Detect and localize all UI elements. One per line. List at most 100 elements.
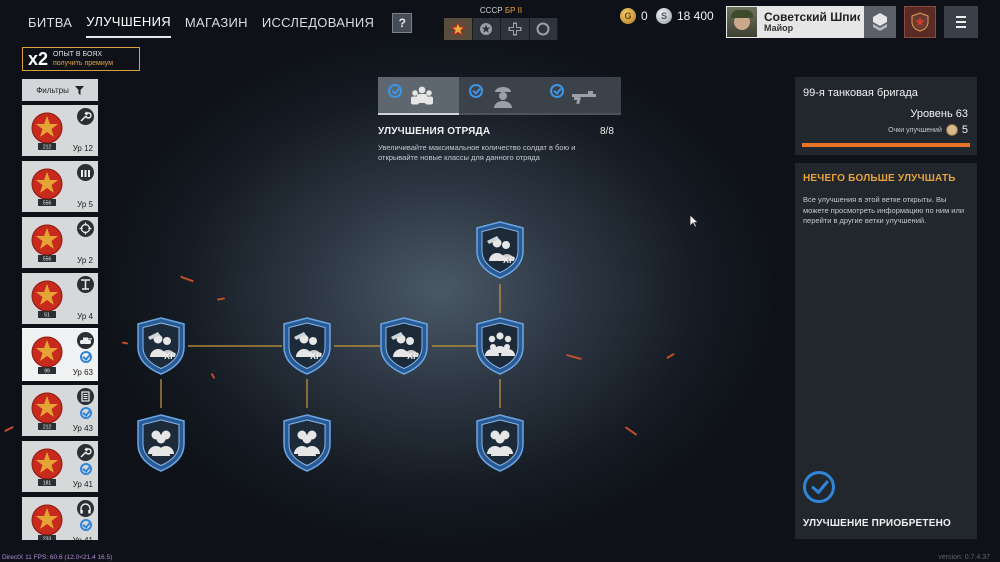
section-title: УЛУЧШЕНИЯ ОТРЯДА: [378, 126, 491, 137]
silver-amount: 18 400: [677, 9, 714, 23]
rank-tab-2[interactable]: [472, 18, 501, 40]
brigade-progress-fill: [802, 143, 970, 147]
get-premium-link[interactable]: получить премиум: [53, 60, 114, 67]
category-tabs: [378, 77, 621, 115]
squad-emblem-icon: 51: [31, 280, 63, 319]
nation-country: СССР: [479, 6, 503, 15]
filter-icon: [74, 85, 84, 95]
crosshair-icon: [77, 220, 94, 237]
brigade-panel: 99-я танковая бригада Уровень 63 Очки ул…: [795, 77, 977, 155]
shield-icon: XP: [283, 317, 331, 375]
info-title: НЕЧЕГО БОЛЬШЕ УЛУЧШАТЬ: [803, 173, 956, 184]
squad-level: Ур 63: [72, 368, 93, 377]
rank-tab-3[interactable]: [501, 18, 530, 40]
upgrade-node-group[interactable]: [282, 414, 332, 472]
upgrade-node-group[interactable]: [475, 414, 525, 472]
brigade-progress-bar: [802, 143, 970, 147]
gold-coin-icon: G: [620, 8, 636, 24]
help-button[interactable]: ?: [392, 13, 413, 33]
squad-card[interactable]: 233 Ур 41: [22, 497, 98, 540]
squad-card[interactable]: 51 Ур 4: [22, 273, 98, 324]
brigade-name: 99-я танковая бригада: [803, 87, 918, 99]
squad-card[interactable]: 99 Ур 63: [22, 328, 98, 381]
premium-exp-banner[interactable]: x2 ОПЫТ В БОЯХ получить премиум: [22, 47, 140, 71]
category-tab-1[interactable]: [378, 77, 459, 115]
headphones-icon: [77, 500, 94, 517]
squad-level: Ур 4: [77, 312, 93, 321]
gold-amount: 0: [641, 9, 648, 23]
tab-upgrades[interactable]: УЛУЧШЕНИЯ: [86, 14, 171, 38]
xp-label: XP: [310, 351, 322, 361]
menu-icon: [956, 16, 966, 18]
version-label: version: 0.7.4.37: [938, 554, 990, 561]
squad-level: Ур 12: [72, 144, 93, 153]
squad-emblem-icon: 99: [31, 336, 63, 375]
upgrade-node-xp[interactable]: XP: [282, 317, 332, 375]
acquired-label: УЛУЧШЕНИЕ ПРИОБРЕТЕНО: [803, 518, 952, 529]
rank-tab-4[interactable]: [529, 18, 558, 40]
fps-counter: DirectX 11 FPS: 60.6 (12.0<21.4 16.5): [2, 554, 113, 561]
rank-chevron-button[interactable]: [864, 6, 896, 38]
svg-text:212: 212: [43, 145, 52, 151]
shield-icon: [476, 317, 524, 375]
upgrade-node-xp[interactable]: XP: [379, 317, 429, 375]
menu-button[interactable]: [944, 6, 978, 38]
tank-icon: [77, 332, 94, 349]
gold-currency: G 0: [620, 8, 648, 24]
upgrade-node-xp[interactable]: XP: [136, 317, 186, 375]
profile-card[interactable]: Советский Шпион Майор: [726, 6, 864, 38]
silver-coin-icon: S: [656, 8, 672, 24]
silver-currency: S 18 400: [656, 8, 714, 24]
squad-emblem-icon: 212: [31, 392, 63, 431]
check-icon: [469, 84, 483, 98]
upgrade-node-squad[interactable]: [475, 317, 525, 375]
filters-button[interactable]: Фильтры: [22, 79, 98, 101]
tab-shop[interactable]: МАГАЗИН: [184, 15, 248, 30]
battle-rating: БР II: [504, 6, 523, 15]
acquired-check-icon: [803, 471, 835, 503]
wrench-icon: [77, 108, 94, 125]
upgrade-points-icon: [945, 124, 958, 136]
category-tab-2[interactable]: [459, 77, 540, 115]
section-description: Увеличивайте максимальное количество сол…: [378, 143, 576, 163]
mouse-cursor-icon: [689, 214, 699, 228]
squad-level: Ур 5: [77, 200, 93, 209]
nation-label: СССР БР II: [444, 6, 558, 15]
svg-text:556: 556: [43, 257, 52, 263]
exp-multiplier: x2: [27, 48, 49, 69]
squad-card[interactable]: 212 Ур 12: [22, 105, 98, 156]
spark-decoration: [180, 275, 194, 283]
check-icon: [550, 84, 564, 98]
upgrade-points-value: 5: [961, 124, 968, 136]
nation-selector: СССР БР II: [444, 6, 558, 40]
list-icon: [77, 388, 94, 405]
upgrade-node-group[interactable]: [136, 414, 186, 472]
category-tab-3[interactable]: [540, 77, 621, 115]
squad-badge-button[interactable]: [904, 6, 936, 38]
upgrade-points: Очки улучшений 5: [888, 124, 968, 136]
upgrade-node-xp[interactable]: XP: [475, 221, 525, 279]
filters-label: Фильтры: [36, 85, 69, 95]
squad-level: Ур 41: [73, 536, 93, 540]
shield-icon: XP: [380, 317, 428, 375]
xp-label: XP: [503, 255, 515, 265]
spark-decoration: [121, 341, 129, 345]
spark-decoration: [624, 426, 638, 436]
shield-star-icon: [911, 12, 929, 32]
spark-decoration: [216, 297, 226, 301]
tab-battle[interactable]: БИТВА: [28, 15, 73, 30]
star-roundel-icon: [480, 23, 493, 35]
tab-research[interactable]: ИССЛЕДОВАНИЯ: [261, 15, 375, 30]
squad-level: Ур 41: [72, 480, 93, 489]
svg-text:51: 51: [44, 313, 50, 319]
profile-rank: Майор: [764, 22, 794, 33]
rank-tab-1[interactable]: [444, 18, 473, 40]
soldier-icon: [494, 87, 512, 108]
section-count: 8/8: [600, 126, 614, 137]
svg-text:233: 233: [43, 537, 52, 541]
